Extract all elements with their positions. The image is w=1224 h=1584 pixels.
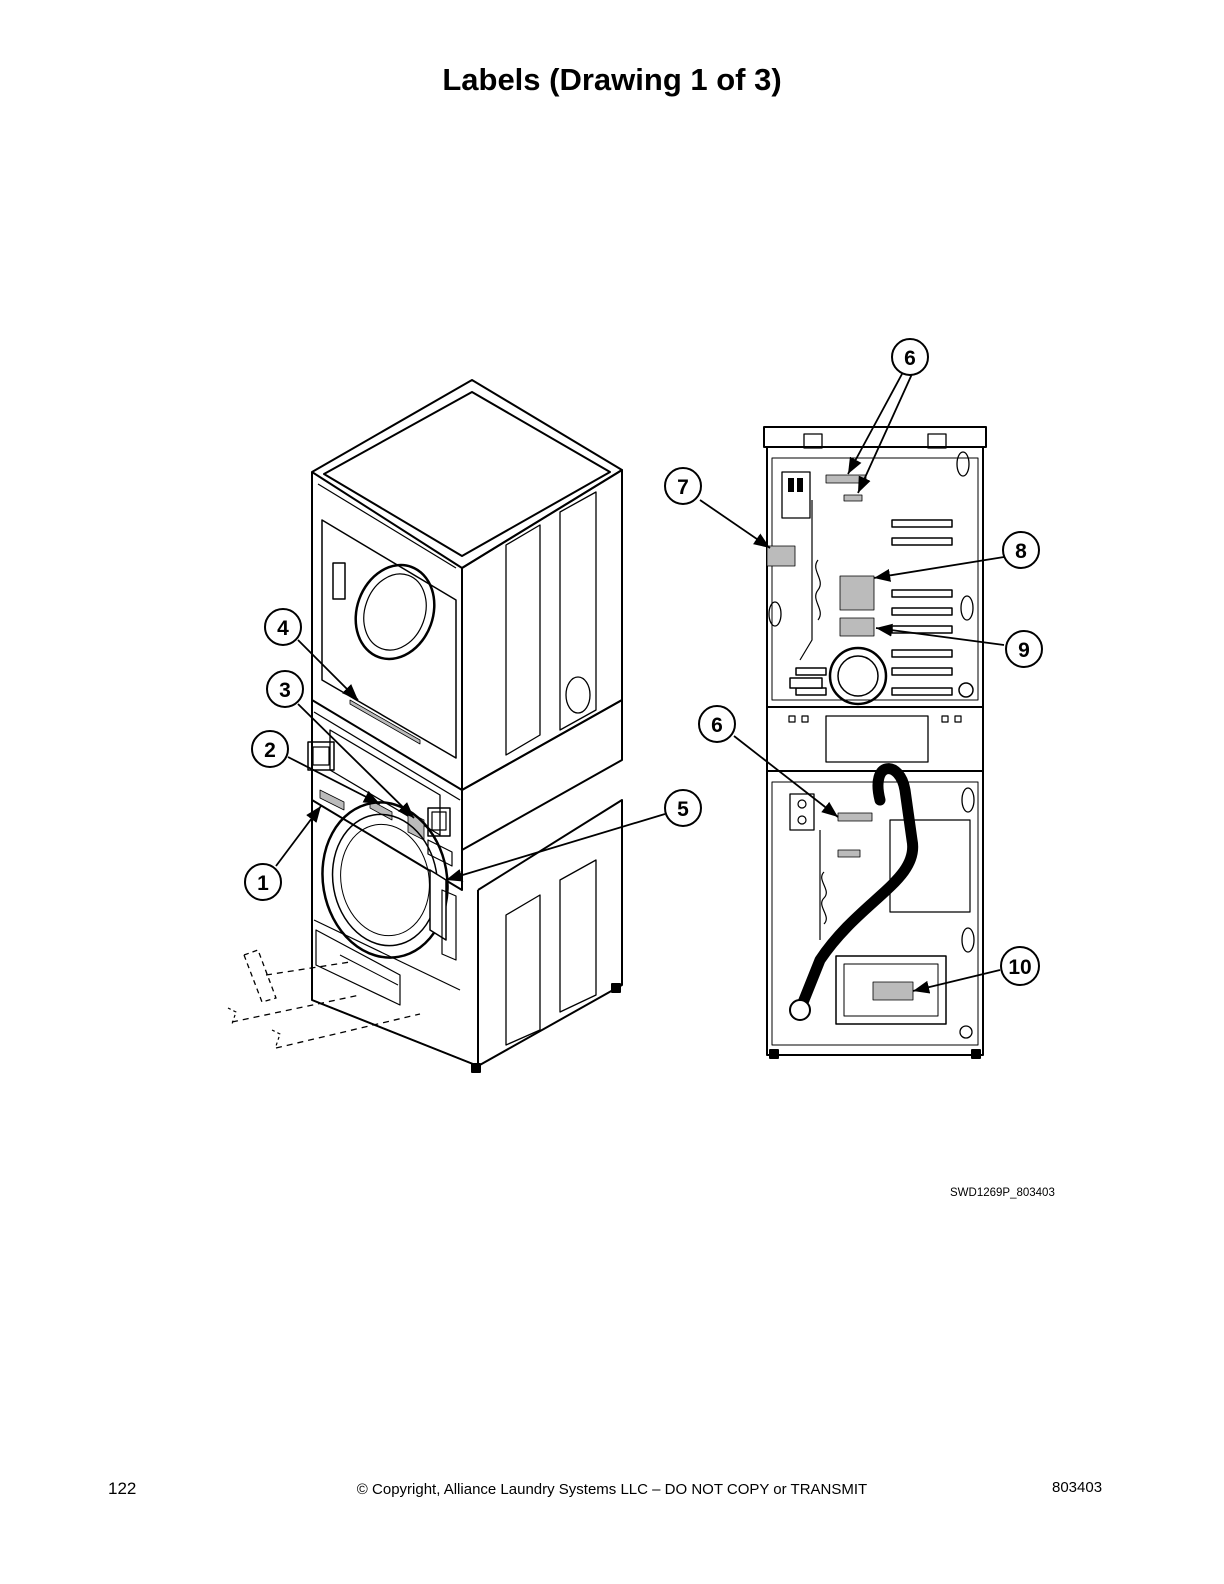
callout-5: 5 xyxy=(664,789,702,827)
svg-text:4: 4 xyxy=(277,617,289,640)
svg-text:6: 6 xyxy=(711,714,723,737)
callout-1: 1 xyxy=(244,863,282,901)
figure-id: SWD1269P_803403 xyxy=(950,1187,1055,1199)
svg-text:8: 8 xyxy=(1015,540,1027,563)
svg-text:7: 7 xyxy=(677,476,689,499)
svg-text:3: 3 xyxy=(279,679,291,702)
copyright-notice: © Copyright, Alliance Laundry Systems LL… xyxy=(356,1481,868,1498)
rear-view-illustration xyxy=(763,426,987,1059)
callout-6-top: 6 xyxy=(891,338,929,376)
callouts: 1 2 3 4 5 6 7 8 xyxy=(244,338,1043,986)
callout-10: 10 xyxy=(1000,946,1040,986)
callout-9: 9 xyxy=(1005,630,1043,668)
leader-lines xyxy=(275,373,1005,994)
page-number: 122 xyxy=(108,1479,137,1498)
page-title: Labels (Drawing 1 of 3) xyxy=(442,62,782,97)
document-number: 803403 xyxy=(1052,1479,1103,1496)
svg-text:10: 10 xyxy=(1008,956,1031,979)
svg-text:2: 2 xyxy=(264,739,276,762)
svg-text:1: 1 xyxy=(257,872,269,895)
svg-text:9: 9 xyxy=(1018,639,1030,662)
callout-3: 3 xyxy=(266,670,304,708)
callout-4: 4 xyxy=(264,608,302,646)
front-view-illustration xyxy=(227,379,623,1073)
callout-8: 8 xyxy=(1002,531,1040,569)
svg-text:5: 5 xyxy=(677,798,689,821)
svg-text:6: 6 xyxy=(904,347,916,370)
callout-2: 2 xyxy=(251,730,289,768)
callout-7: 7 xyxy=(664,467,702,505)
callout-6-lower: 6 xyxy=(698,705,736,743)
